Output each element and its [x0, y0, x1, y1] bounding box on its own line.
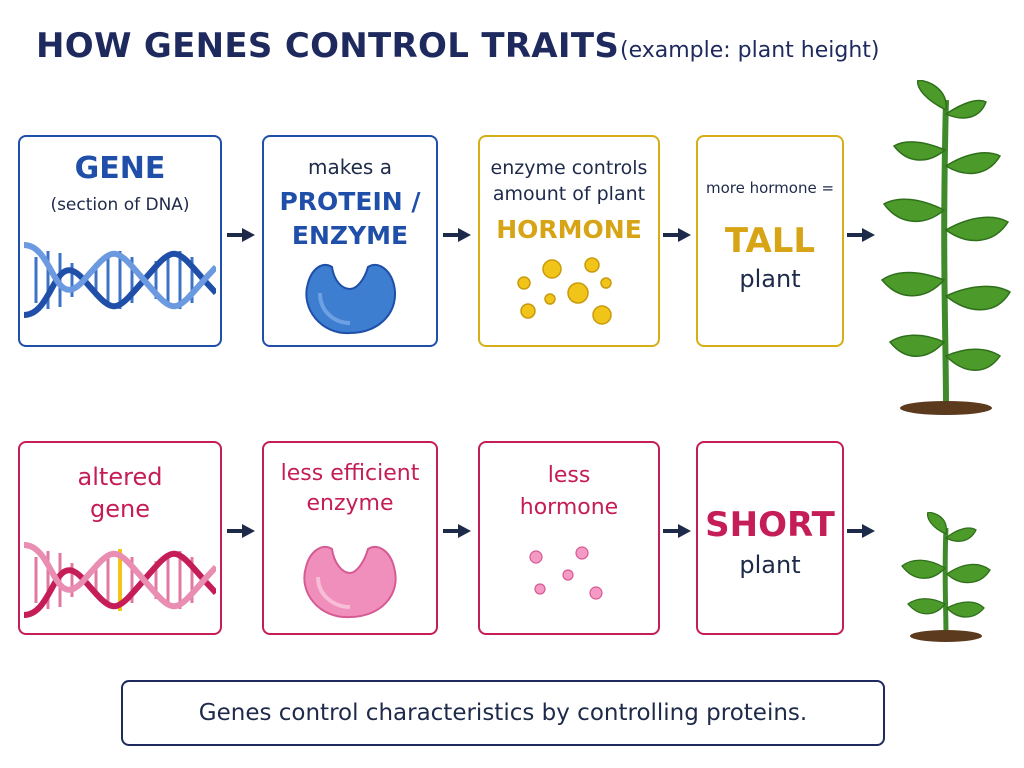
altered-gene-line1: altered [77, 463, 163, 491]
altered-protein-line1: less efficient [280, 461, 420, 486]
altered-hormone-line1: less [547, 463, 591, 488]
diagram-subtitle: (example: plant height) [620, 38, 880, 63]
result-line1: more hormone = [705, 179, 835, 197]
arrow-right-icon [662, 226, 692, 244]
altered-dna-helix-icon [24, 535, 216, 625]
gene-heading: GENE [74, 151, 166, 186]
protein-box: makes a PROTEIN / ENZYME [262, 135, 438, 347]
altered-result-line2: plant [739, 551, 801, 579]
gene-box: GENE (section of DNA) [18, 135, 222, 347]
dna-helix-icon [24, 235, 216, 325]
altered-hormone-line2: hormone [519, 495, 619, 520]
arrow-right-icon [226, 226, 256, 244]
altered-gene-line2: gene [90, 495, 150, 523]
altered-result-line1: SHORT [705, 505, 835, 545]
less-hormone-dots-icon [520, 539, 620, 603]
short-result-box: SHORT plant [696, 441, 844, 635]
protein-line1: makes a [308, 155, 392, 179]
result-line3: plant [739, 265, 801, 293]
arrow-right-icon [226, 522, 256, 540]
hormone-box: enzyme controls amount of plant HORMONE [478, 135, 660, 347]
less-hormone-box: less hormone [478, 441, 660, 635]
hormone-dots-icon [510, 253, 630, 333]
arrow-right-icon [442, 226, 472, 244]
arrow-right-icon [442, 522, 472, 540]
gene-subtext: (section of DNA) [50, 195, 190, 215]
short-plant-icon [896, 512, 996, 642]
summary-caption: Genes control characteristics by control… [121, 680, 885, 746]
hormone-line2: amount of plant [492, 183, 646, 205]
altered-gene-box: altered gene [18, 441, 222, 635]
arrow-right-icon [846, 522, 876, 540]
arrow-right-icon [662, 522, 692, 540]
altered-enzyme-icon [296, 535, 404, 621]
result-line2: TALL [724, 221, 816, 261]
enzyme-icon [298, 253, 402, 337]
tall-result-box: more hormone = TALL plant [696, 135, 844, 347]
less-efficient-enzyme-box: less efficient enzyme [262, 441, 438, 635]
protein-line2: PROTEIN / [279, 187, 421, 216]
tall-plant-icon [876, 80, 1016, 416]
protein-line3: ENZYME [291, 221, 409, 250]
hormone-line1: enzyme controls [490, 157, 648, 179]
summary-caption-text: Genes control characteristics by control… [198, 700, 808, 726]
arrow-right-icon [846, 226, 876, 244]
diagram-title: HOW GENES CONTROL TRAITS [36, 26, 620, 66]
hormone-line3: HORMONE [496, 215, 642, 244]
altered-protein-line2: enzyme [306, 491, 394, 516]
